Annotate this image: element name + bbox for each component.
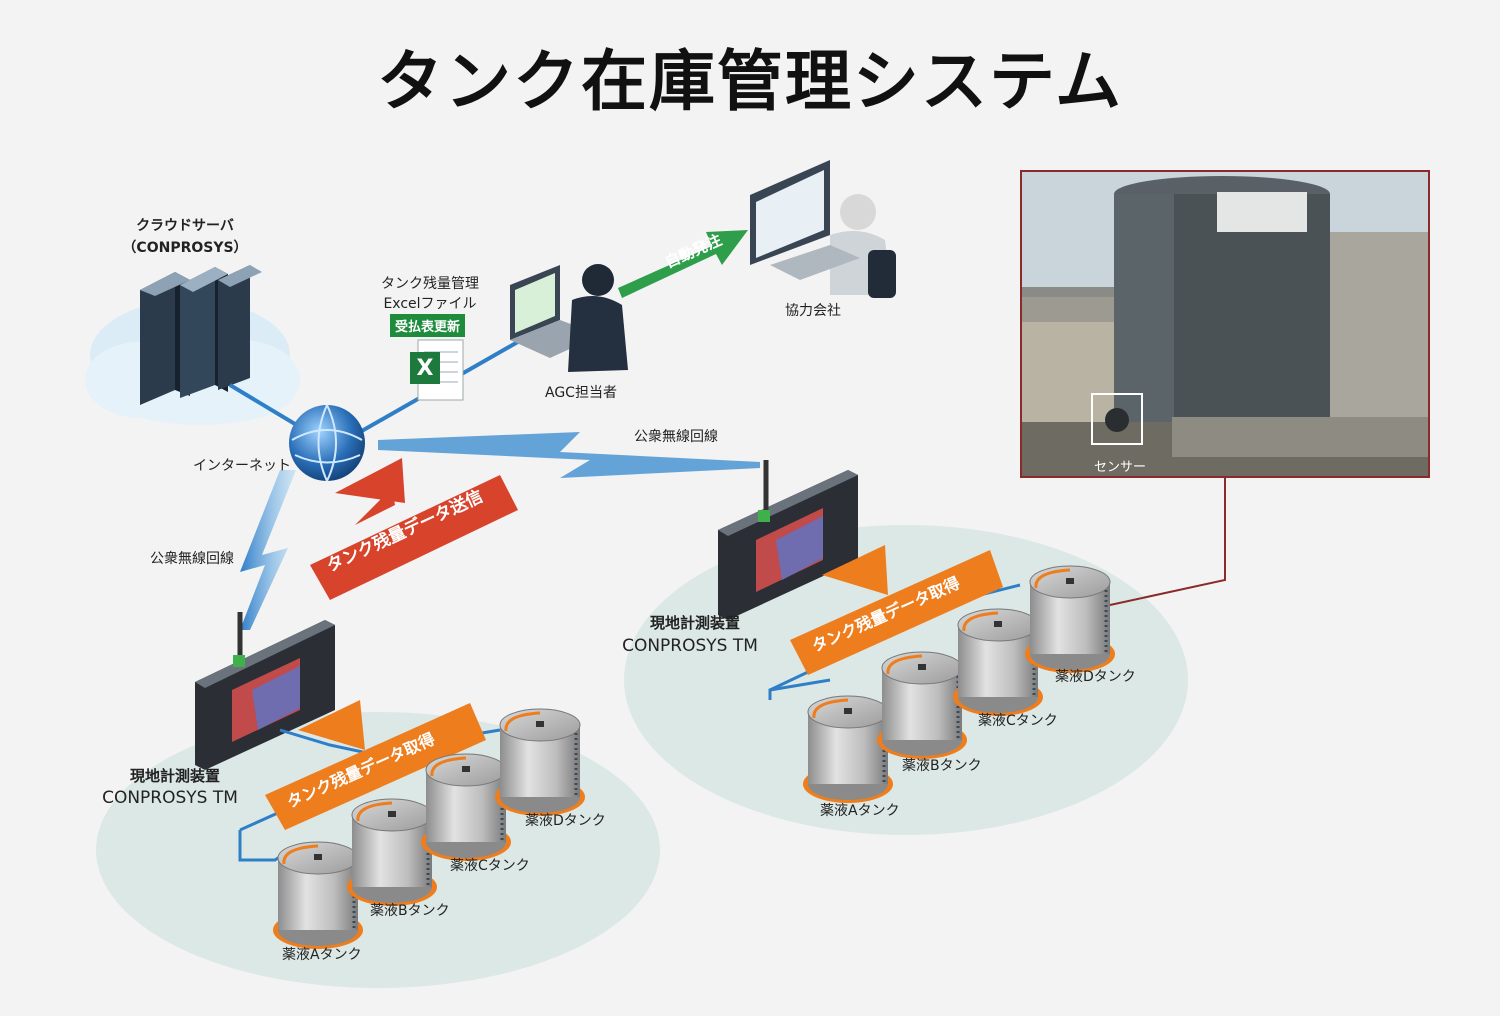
tank-left-c-label: 薬液Cタンク [450,858,530,874]
acquire-arrow-right [790,545,1003,675]
send-data-arrow [310,458,518,600]
device-left-label-2: CONPROSYS TM [102,788,238,808]
tank-left-b-label: 薬液Bタンク [370,903,450,919]
tank-photo: センサー [1020,170,1430,478]
device-left-label-1: 現地計測装置 [129,767,220,785]
tank-left-a-label: 薬液Aタンク [282,947,362,963]
public-wireless-left-label: 公衆無線回線 [150,551,234,567]
server-rack-icon [140,265,262,405]
tank-right-d [1025,565,1115,673]
sensor-label: センサー [1094,460,1147,475]
tank-right-a-label: 薬液Aタンク [820,803,900,819]
tank-photo-image [1022,172,1428,476]
excel-label-1: タンク残量管理 [381,276,479,292]
acquire-arrow-left [265,700,486,830]
wireless-right-icon [378,432,760,478]
wireless-left-icon [240,470,296,630]
internet-globe-icon [289,404,365,482]
tank-right-b [877,651,967,759]
ledger-update-badge: 受払表更新 [390,314,466,337]
tank-left-c [421,753,511,861]
tank-right-d-label: 薬液Dタンク [1055,669,1136,685]
tank-left-a [273,841,363,949]
device-right-label-2: CONPROSYS TM [622,636,758,656]
page-title: タンク在庫管理システム [376,43,1124,120]
cloud-server-label-1: クラウドサーバ [136,218,234,234]
device-right-label-1: 現地計測装置 [649,614,740,632]
agc-person-label: AGC担当者 [545,385,617,401]
partner-icon [750,160,896,298]
internet-label: インターネット [193,458,291,474]
tank-right-c-label: 薬液Cタンク [978,713,1058,729]
cloud-server-label-2: （CONPROSYS） [122,240,248,256]
device-right-icon [718,460,858,620]
tank-left-b [347,798,437,906]
device-left-icon [195,612,335,770]
excel-label-2: Excelファイル [383,296,477,312]
tank-left-d [495,708,585,816]
excel-file-icon: X [410,339,464,401]
tank-right-c [953,608,1043,716]
auto-order-arrow [618,230,748,298]
public-wireless-right-label: 公衆無線回線 [634,429,718,445]
svg-text:X: X [417,356,434,381]
tank-right-a [803,695,893,803]
auto-order-label: 自動発注 [662,231,724,272]
partner-label: 協力会社 [785,303,841,319]
tank-right-b-label: 薬液Bタンク [902,758,982,774]
callout-line [1109,478,1226,606]
tank-left-d-label: 薬液Dタンク [525,813,606,829]
agc-person-icon [510,264,628,372]
